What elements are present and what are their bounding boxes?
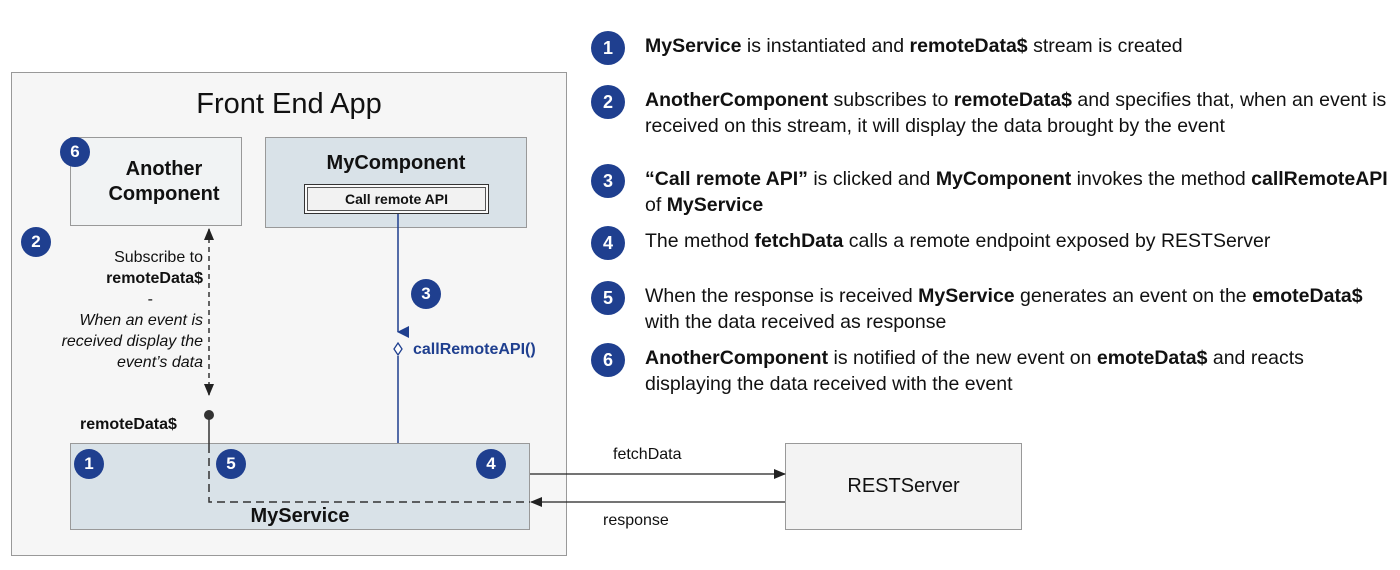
step-2-text: AnotherComponent subscribes to remoteDat… [645,89,1387,137]
my-component-title: MyComponent [326,152,466,174]
step-3-text: “Call remote API” is clicked and MyCompo… [645,168,1388,216]
response-event-dashed-path [208,445,530,503]
subscribe-note: Subscribe to remoteData$ - When an event… [45,247,203,373]
front-end-app-title: Front End App [196,88,382,120]
my-service-box [70,443,530,530]
step-4-text: The method fetchData calls a remote endp… [645,230,1271,252]
step-2-badge: 2 [591,85,625,119]
response-label: response [603,512,669,529]
subscribe-to-text: Subscribe to [114,249,203,266]
fetch-data-label: fetchData [613,446,682,463]
badge-call: 3 [411,279,441,309]
subscribe-stream-text: remoteData$ [106,270,203,287]
step-5-text: When the response is received MyService … [645,285,1363,333]
step-6-badge: 6 [591,343,625,377]
badge-service-instantiated: 1 [74,449,104,479]
badge-subscribe: 2 [21,227,51,257]
step-3-badge: 3 [591,164,625,198]
call-remote-api-button[interactable]: Call remote API [304,184,489,214]
step-4-badge: 4 [591,226,625,260]
subscribe-detail-text: When an event is received display the ev… [61,312,203,371]
my-service-title: MyService [250,505,350,527]
badge-another-component: 6 [60,137,90,167]
call-remote-api-label: Call remote API [307,187,486,211]
call-diamond [393,341,403,357]
step-1-badge: 1 [591,31,625,65]
rest-server-box: RESTServer [785,443,1022,530]
step-1-text: MyService is instantiated and remoteData… [645,35,1183,57]
another-component-box: Another Component [70,137,242,226]
step-6-text: AnotherComponent is notified of the new … [645,347,1304,395]
subscribe-dash: - [147,291,153,308]
badge-service-event: 5 [216,449,246,479]
step-5-badge: 5 [591,281,625,315]
call-remote-api-method-label: callRemoteAPI() [413,341,536,358]
badge-service-fetch: 4 [476,449,506,479]
remote-data-label: remoteData$ [80,416,177,433]
